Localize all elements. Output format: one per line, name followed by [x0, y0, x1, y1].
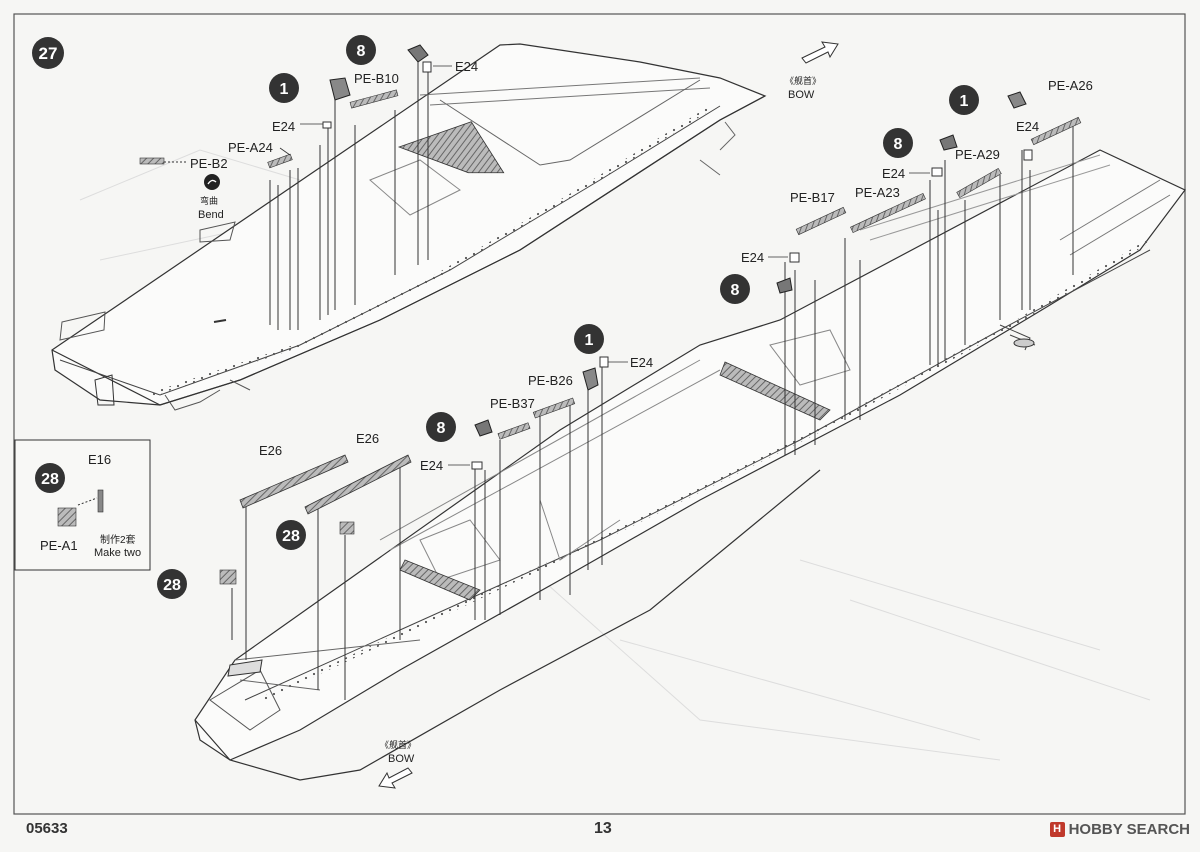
part-label: PE-B37: [490, 396, 535, 411]
lower-leader-lines: [231, 125, 1074, 700]
ref-number: 8: [731, 282, 740, 299]
part-label: PE-B17: [790, 190, 835, 205]
part-label: PE-A23: [855, 185, 900, 200]
bow-arrow-icon: [378, 767, 413, 789]
part-label: E24: [272, 119, 295, 134]
page-frame: [13, 13, 1186, 815]
ref-number: 1: [960, 93, 969, 110]
bend-icon: [204, 174, 220, 190]
step-28-badge-b: 28: [157, 569, 187, 599]
part-label: PE-B2: [190, 156, 228, 171]
ref-number: 8: [894, 136, 903, 153]
ref-number: 8: [357, 43, 366, 60]
part-label: E24: [741, 250, 764, 265]
part-label: E26: [356, 431, 379, 446]
ref-badge: 1: [949, 85, 979, 115]
ref-badge: 1: [269, 73, 299, 103]
bow-label-en: BOW: [788, 89, 815, 101]
upper-label-leaders: [279, 65, 452, 156]
step-28-number: 28: [41, 471, 59, 488]
part-label: E24: [882, 166, 905, 181]
part-label: PE-B26: [528, 373, 573, 388]
ref-number: 1: [280, 81, 289, 98]
page-number: 13: [594, 820, 612, 837]
part-label: PE-A26: [1048, 78, 1093, 93]
step-28-number: 28: [282, 528, 300, 545]
ref-number: 8: [437, 420, 446, 437]
part-label: PE-A29: [955, 147, 1000, 162]
part-label: E24: [420, 458, 443, 473]
bend-label-cn: 弯曲: [200, 195, 218, 206]
upper-part-labels: PE-B10 E24 E24 PE-A24 PE-B2 弯曲 Bend: [190, 59, 478, 221]
hobby-search-logo-icon: H: [1049, 822, 1065, 837]
lower-label-leaders: [448, 172, 930, 466]
step-28-badge-a: 28: [276, 520, 306, 550]
part-label: PE-A1: [40, 538, 78, 553]
step-28-inset-badge: 28: [35, 463, 65, 493]
part-label: E16: [88, 452, 111, 467]
upper-leader-lines: [269, 60, 429, 330]
ref-badge: 1: [574, 324, 604, 354]
ref-badge: 8: [720, 274, 750, 304]
inset-box: [14, 439, 151, 571]
watermark: H HOBBY SEARCH: [1049, 821, 1190, 838]
part-label: E24: [630, 355, 653, 370]
bow-label-cn: 《舰首》: [380, 739, 416, 750]
upper-parts: [139, 44, 432, 169]
ref-badge: 8: [346, 35, 376, 65]
ref-number: 1: [585, 332, 594, 349]
ghost-background: [79, 149, 1151, 761]
make-two-cn: 制作2套: [100, 533, 136, 546]
make-two-en: Make two: [94, 547, 141, 559]
step-27-badge: 27: [32, 37, 64, 69]
upper-ship-hull: [51, 43, 767, 411]
part-label: E24: [1016, 119, 1039, 134]
bow-label-en: BOW: [388, 753, 415, 765]
bow-arrow-icon: [801, 41, 839, 64]
part-label: E26: [259, 443, 282, 458]
watermark-text: HOBBY SEARCH: [1068, 821, 1190, 838]
part-label: E24: [455, 59, 478, 74]
ref-badge: 8: [426, 412, 456, 442]
bow-labels: 《舰首》 BOW 《舰首》 BOW: [380, 75, 821, 765]
inset-labels: E16 PE-A1 制作2套 Make two: [40, 452, 141, 559]
bend-label-en: Bend: [198, 209, 224, 221]
product-code: 05633: [26, 820, 68, 837]
ref-badge: 8: [883, 128, 913, 158]
lower-parts: [219, 91, 1082, 585]
part-label: PE-B10: [354, 71, 399, 86]
step-27-number: 27: [39, 44, 58, 63]
lower-part-labels: PE-A26 E24 E24 PE-A29 PE-B17 PE-A23 E24 …: [259, 78, 1093, 473]
part-label: PE-A24: [228, 140, 273, 155]
step-28-number: 28: [163, 577, 181, 594]
bow-label-cn: 《舰首》: [785, 75, 821, 86]
